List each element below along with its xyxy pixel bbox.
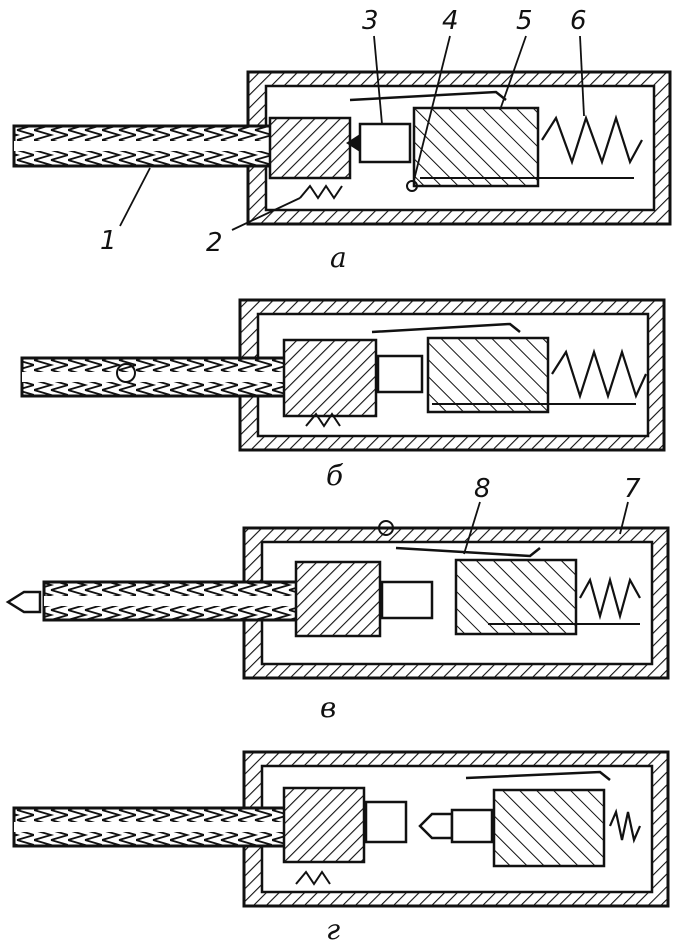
breech-block-g	[282, 786, 366, 864]
projectile-b	[116, 363, 136, 383]
label-6: 6	[570, 6, 587, 36]
caption-v: в	[320, 691, 337, 724]
label-1: 1	[100, 226, 117, 256]
caption-a: а	[330, 241, 347, 274]
spring-b	[551, 348, 648, 400]
cartridge-a	[358, 122, 412, 164]
piston-b	[426, 336, 550, 414]
spring-a	[541, 114, 643, 166]
label-3: 3	[362, 6, 379, 36]
label-2: 2	[206, 228, 223, 258]
spring-g	[608, 808, 642, 844]
panel-b	[20, 298, 666, 452]
cartridge-b	[376, 354, 424, 394]
label-4: 4	[442, 6, 459, 36]
caption-b: б	[326, 459, 344, 492]
panel-a	[12, 35, 672, 231]
lever-v	[395, 546, 541, 558]
breech-block-a	[268, 116, 352, 180]
label-5: 5	[516, 6, 533, 36]
panel-v	[5, 501, 670, 680]
panel-g	[12, 750, 670, 908]
piston-a	[412, 106, 540, 188]
cartridge-v	[380, 580, 434, 620]
label-7: 7	[624, 474, 641, 504]
label-8: 8	[474, 474, 491, 504]
piston-g	[492, 788, 606, 868]
projectile-v	[5, 590, 42, 614]
breech-block-v	[294, 560, 382, 638]
breech-block-b	[282, 338, 378, 418]
spring-v	[579, 575, 641, 621]
gas-port-a	[406, 180, 418, 192]
cartridge-g	[364, 800, 408, 844]
piston-v	[454, 558, 578, 636]
caption-g: г	[326, 913, 341, 946]
